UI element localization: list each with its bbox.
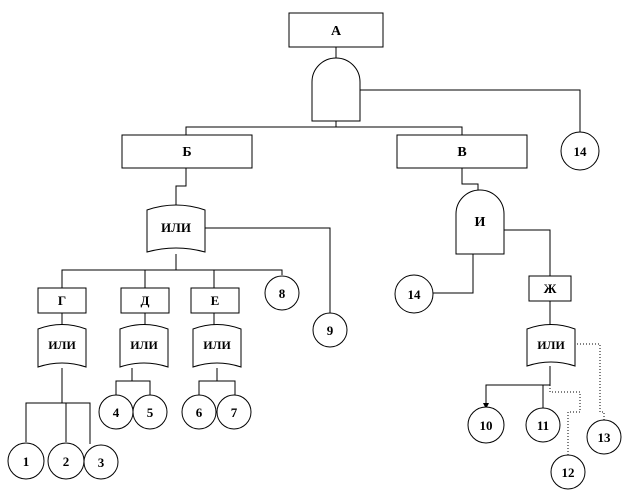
event-8-label: 8: [279, 286, 286, 301]
event-13: 13: [586, 419, 622, 455]
or-gate-b: ИЛИ: [146, 204, 206, 253]
event-14-and-label: 14: [408, 287, 422, 302]
event-9: 9: [312, 312, 348, 348]
event-12-label: 12: [562, 465, 575, 480]
event-6-label: 6: [196, 405, 203, 420]
event-7-label: 7: [231, 405, 238, 420]
event-3-label: 3: [98, 455, 105, 470]
event-14-and: 14: [394, 274, 434, 314]
box-B-label: Б: [182, 145, 191, 160]
box-D-label: Д: [141, 293, 150, 308]
event-3: 3: [83, 444, 119, 480]
or-gate-g-label: ИЛИ: [48, 338, 76, 352]
event-11-label: 11: [537, 418, 549, 433]
event-2: 2: [47, 442, 85, 480]
and-gate-v-label: И: [475, 215, 486, 230]
and-gate-top: [311, 57, 361, 122]
event-10-label: 10: [480, 418, 493, 433]
event-2-label: 2: [63, 454, 70, 469]
or-gate-zh: ИЛИ: [526, 324, 576, 367]
event-8: 8: [264, 275, 300, 311]
event-14-top-label: 14: [574, 144, 588, 159]
box-D: Д: [120, 287, 170, 314]
event-6: 6: [181, 394, 217, 430]
connector-lines: [25, 47, 605, 455]
or-gate-e: ИЛИ: [192, 324, 242, 368]
event-12: 12: [550, 454, 586, 490]
box-G: Г: [37, 287, 87, 314]
or-gate-d: ИЛИ: [119, 324, 169, 368]
box-ZH-label: Ж: [544, 281, 557, 296]
box-A: А: [288, 12, 384, 48]
or-gate-g: ИЛИ: [37, 324, 87, 368]
or-gate-zh-label: ИЛИ: [537, 338, 565, 352]
event-13-label: 13: [598, 430, 612, 445]
box-V: В: [396, 134, 528, 169]
box-ZH: Ж: [528, 275, 572, 302]
box-E: Е: [190, 287, 240, 314]
event-11: 11: [525, 407, 561, 443]
event-5: 5: [132, 394, 168, 430]
event-5-label: 5: [147, 405, 154, 420]
box-B: Б: [121, 134, 253, 169]
or-gate-e-label: ИЛИ: [203, 338, 231, 352]
box-V-label: В: [457, 145, 466, 160]
event-4: 4: [98, 394, 134, 430]
box-A-label: А: [331, 24, 342, 39]
event-4-label: 4: [113, 405, 120, 420]
or-gate-d-label: ИЛИ: [130, 338, 158, 352]
event-7: 7: [216, 394, 252, 430]
box-E-label: Е: [211, 293, 220, 308]
box-G-label: Г: [58, 293, 66, 308]
event-9-label: 9: [327, 323, 334, 338]
or-gate-b-label: ИЛИ: [161, 220, 191, 235]
event-1-label: 1: [23, 454, 30, 469]
event-10: 10: [467, 406, 505, 444]
and-gate-v: И: [455, 189, 505, 255]
event-14-top: 14: [560, 131, 600, 171]
event-1: 1: [7, 442, 45, 480]
